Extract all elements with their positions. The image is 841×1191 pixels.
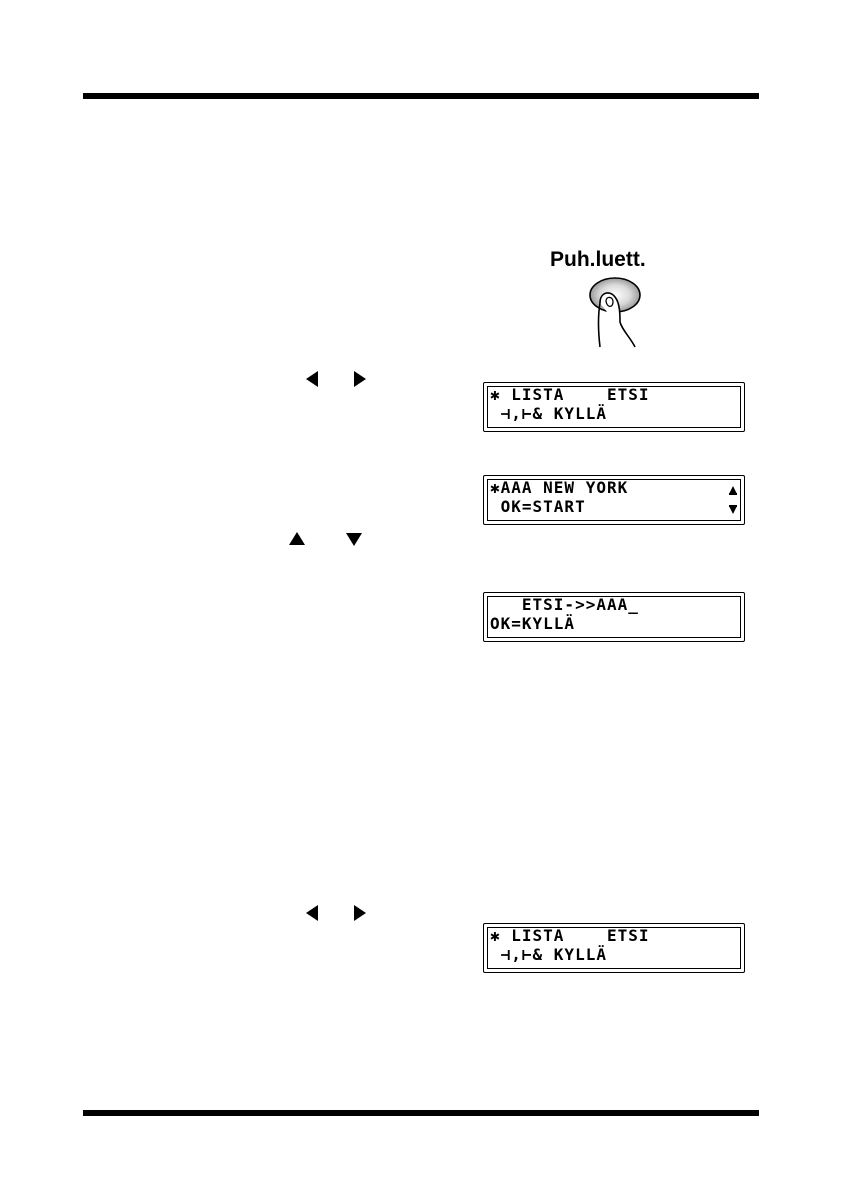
bottom-rule bbox=[83, 1110, 759, 1116]
phonebook-button[interactable] bbox=[560, 275, 690, 360]
lcd-line-1: ✱AAA NEW YORK bbox=[490, 478, 628, 497]
top-rule bbox=[83, 93, 759, 99]
down-arrow-icon bbox=[345, 531, 361, 549]
scroll-up-icon bbox=[728, 482, 738, 500]
lcd-display: ETSI->>AAA_ OK=KYLLÄ bbox=[483, 592, 745, 642]
scroll-down-icon bbox=[728, 502, 738, 520]
lcd-line-2: OK=KYLLÄ bbox=[490, 614, 575, 633]
right-arrow-icon bbox=[352, 904, 368, 922]
lcd-line-1: ✱ LISTA ETSI bbox=[490, 926, 650, 945]
right-arrow-icon bbox=[352, 370, 368, 388]
lcd-line-2: OK=START bbox=[490, 497, 586, 516]
lcd-line-2: ⊣,⊢& KYLLÄ bbox=[490, 404, 607, 423]
up-arrow-icon bbox=[288, 531, 304, 549]
lcd-display: ✱ LISTA ETSI ⊣,⊢& KYLLÄ bbox=[483, 923, 745, 973]
lcd-line-1: ✱ LISTA ETSI bbox=[490, 385, 650, 404]
lcd-line-1: ETSI->>AAA_ bbox=[490, 595, 639, 614]
lcd-display: ✱ LISTA ETSI ⊣,⊢& KYLLÄ bbox=[483, 382, 745, 432]
left-arrow-icon bbox=[304, 370, 320, 388]
left-arrow-icon bbox=[304, 904, 320, 922]
lcd-display: ✱AAA NEW YORK OK=START bbox=[483, 475, 745, 525]
finger-pressing-icon bbox=[560, 275, 690, 355]
lcd-line-2: ⊣,⊢& KYLLÄ bbox=[490, 945, 607, 964]
phonebook-button-label: Puh.luett. bbox=[550, 248, 700, 272]
